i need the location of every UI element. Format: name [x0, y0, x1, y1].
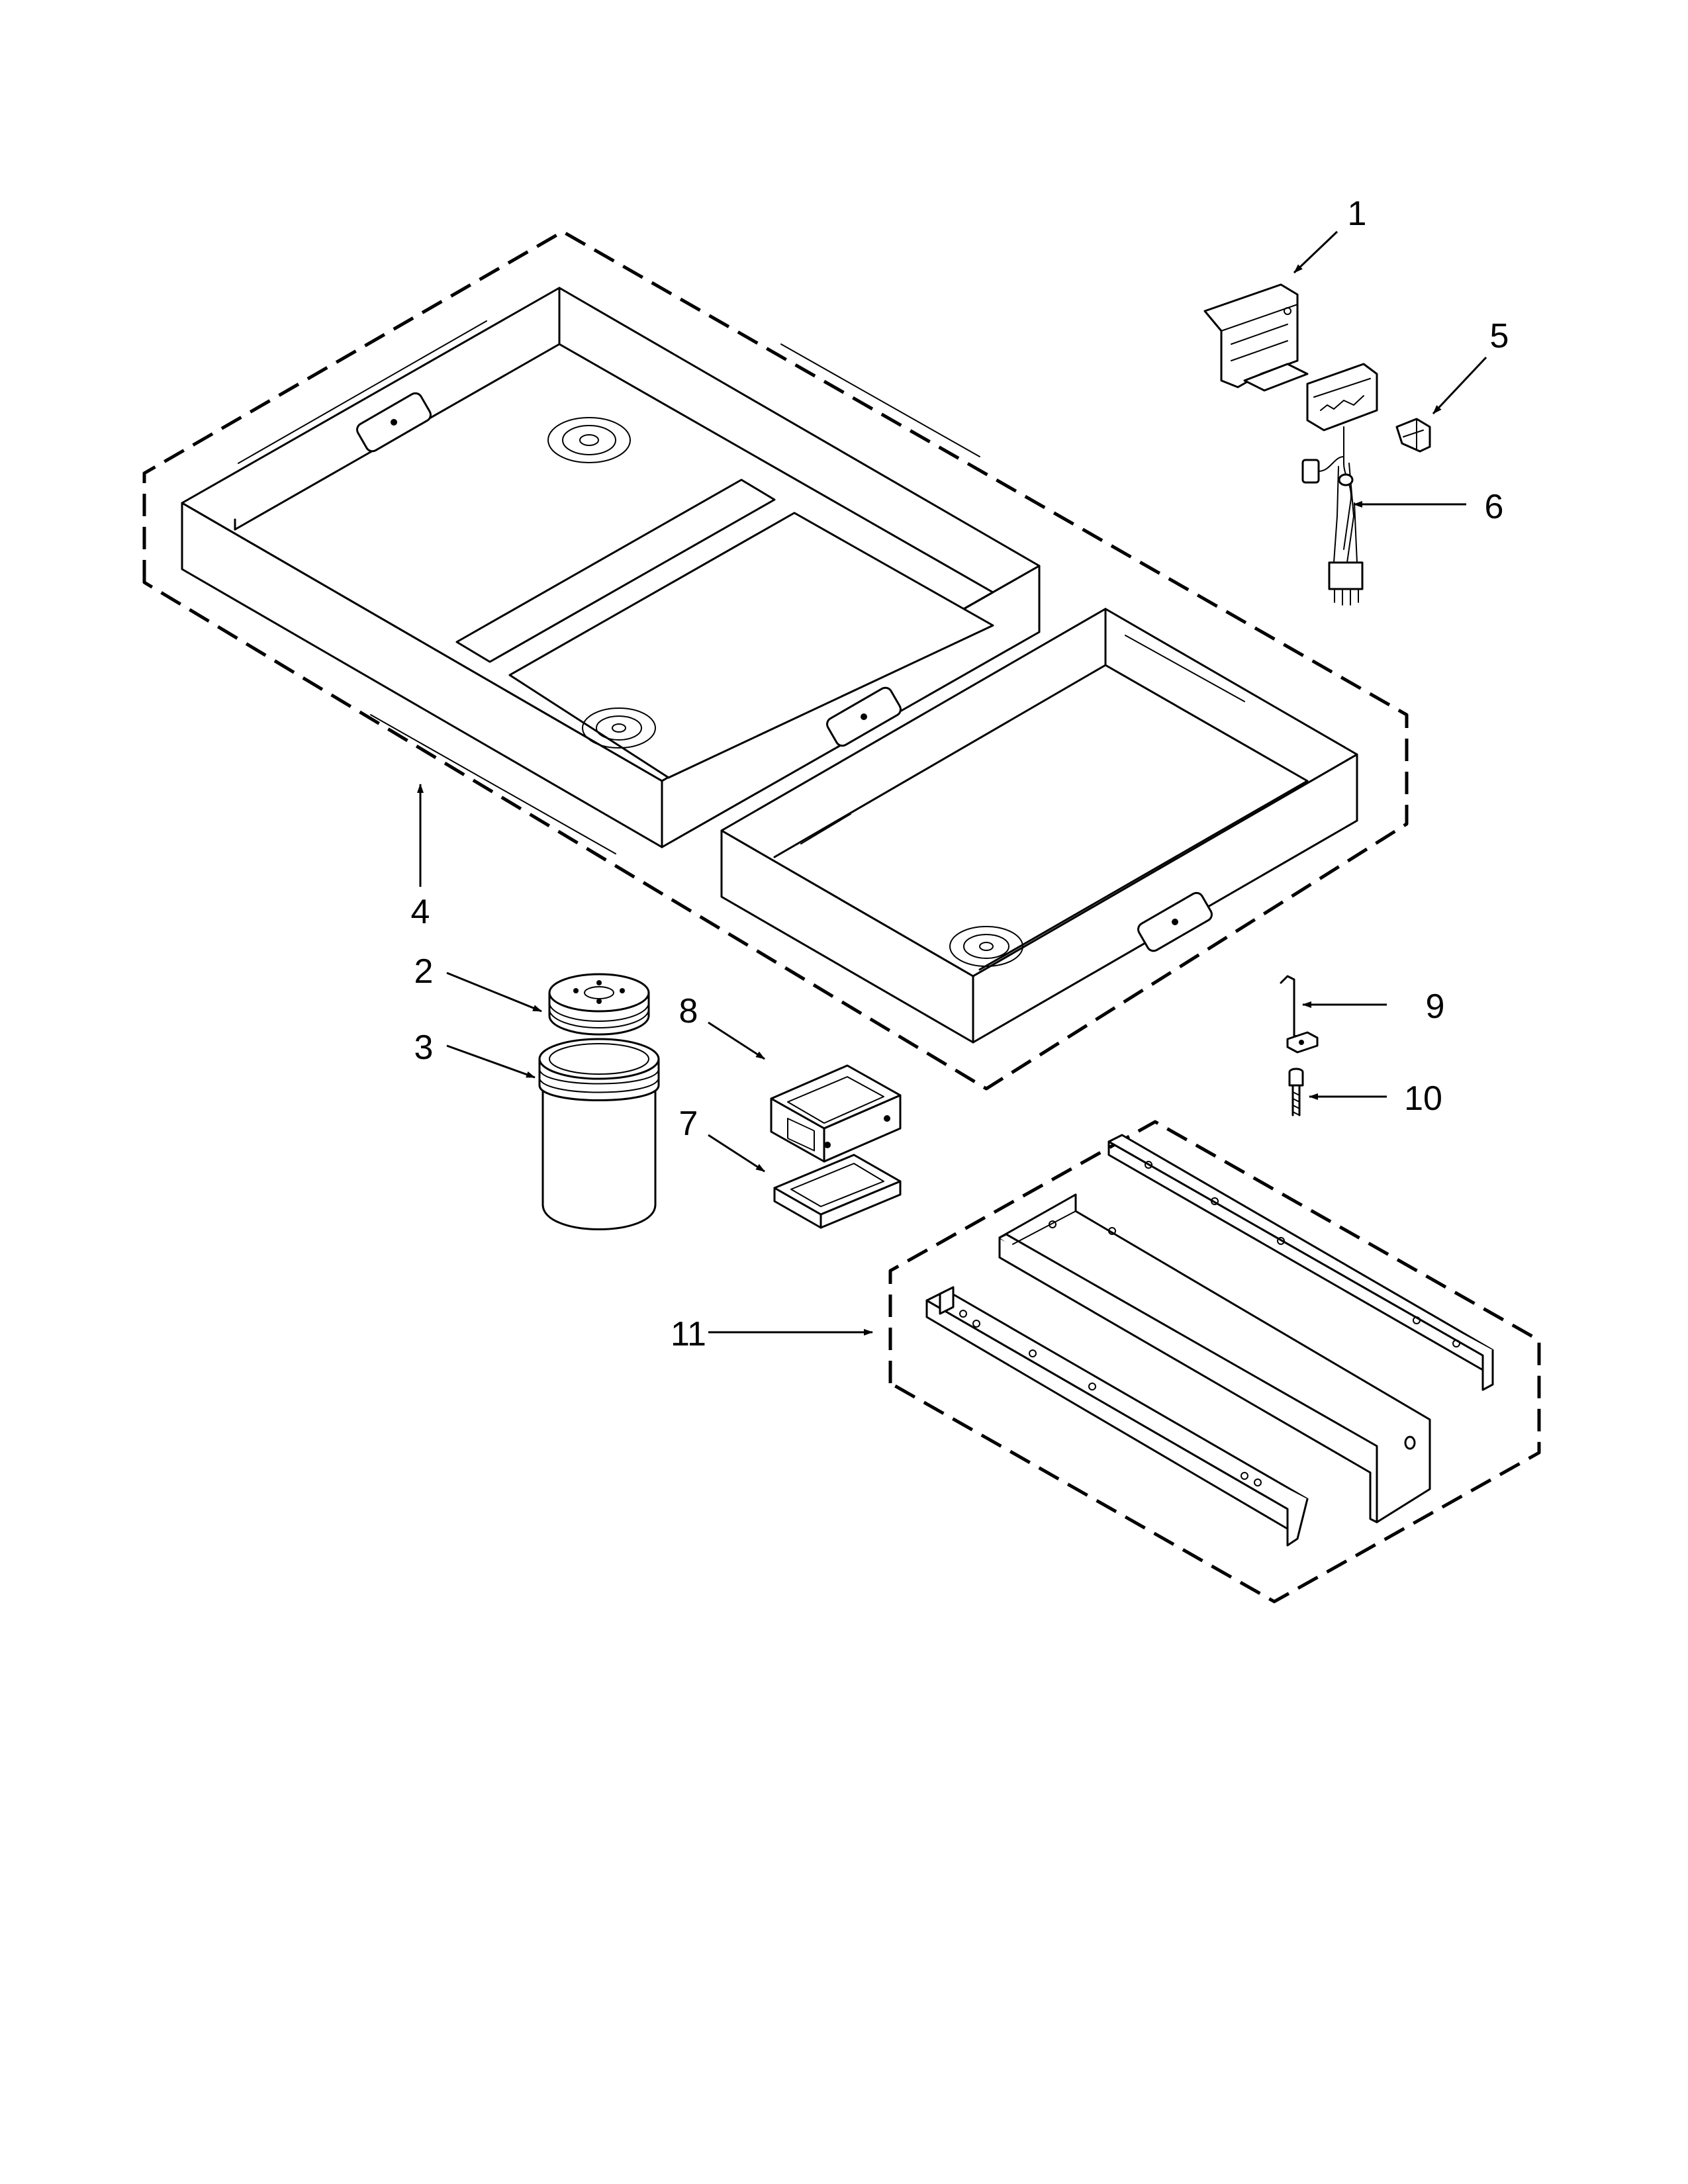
- part-10-screw: [1288, 1068, 1304, 1116]
- part-5-clip: [1395, 418, 1431, 453]
- part-9-hook: [1280, 975, 1319, 1054]
- leader-arrow-1: [1293, 230, 1338, 274]
- leader-arrow-5: [1432, 356, 1487, 415]
- leader-arrow-3: [446, 1044, 536, 1079]
- vent-slot: [1137, 891, 1213, 952]
- callout-6: 6: [1485, 488, 1504, 526]
- vent-slot: [826, 686, 902, 747]
- liner-tray-large: [181, 287, 1041, 854]
- leader-arrow-2: [446, 972, 542, 1013]
- callout-7: 7: [679, 1105, 698, 1143]
- rail-front: [925, 1286, 1309, 1547]
- part-7-filter-pad: [773, 1154, 902, 1229]
- grommet-hole: [547, 417, 631, 463]
- liner-tray-small: [720, 608, 1358, 1044]
- callout-10: 10: [1404, 1079, 1442, 1118]
- rail-back: [1107, 1134, 1494, 1391]
- callout-1: 1: [1348, 195, 1367, 233]
- part-3-jar: [538, 1038, 660, 1230]
- callout-8: 8: [679, 992, 698, 1030]
- leader-arrow-8: [708, 1021, 765, 1060]
- assembly-boundary-11: [888, 1120, 1541, 1604]
- vent-slot: [356, 392, 432, 453]
- assembly-boundary-4: [142, 230, 1409, 1091]
- leader-arrow-7: [708, 1134, 765, 1173]
- part-6-wiring-harness: [1301, 363, 1378, 606]
- part-2-grommet: [548, 973, 650, 1036]
- grommet-hole: [949, 926, 1023, 967]
- callout-11: 11: [671, 1315, 706, 1353]
- callout-3: 3: [414, 1028, 434, 1067]
- callout-4: 4: [411, 893, 430, 931]
- channel-middle: [998, 1193, 1431, 1524]
- part-1-bracket: [1203, 283, 1309, 392]
- callout-9: 9: [1426, 987, 1445, 1026]
- grommet-hole: [582, 707, 656, 749]
- callout-2: 2: [414, 952, 434, 991]
- callout-5: 5: [1490, 317, 1509, 355]
- part-8-box: [770, 1064, 902, 1163]
